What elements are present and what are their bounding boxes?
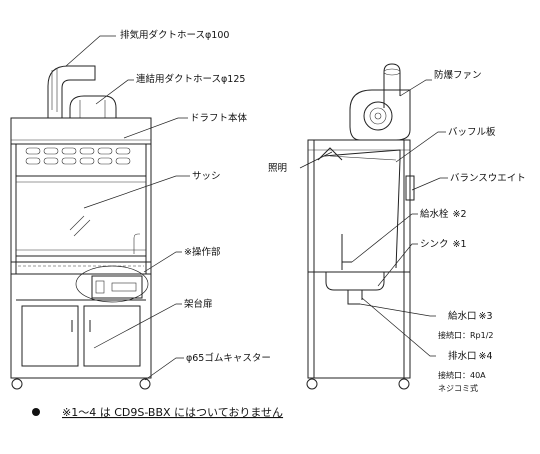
label-exhaust-hose: 排気用ダクトホースφ100 bbox=[120, 29, 229, 41]
label-fan: 防爆ファン bbox=[434, 69, 482, 81]
side-caster-left bbox=[306, 378, 318, 390]
caster-left bbox=[11, 378, 23, 390]
front-view bbox=[10, 65, 152, 390]
label-caster: φ65ゴムキャスター bbox=[186, 352, 271, 364]
bullet-icon bbox=[32, 408, 40, 416]
label-operation: ※操作部 bbox=[184, 246, 220, 258]
label-water-inlet: 給水口※3 bbox=[448, 310, 493, 322]
caster-right bbox=[139, 378, 151, 390]
leader-lines bbox=[65, 35, 448, 381]
label-sink: シンク※1 bbox=[420, 239, 467, 250]
label-draft-body: ドラフト本体 bbox=[190, 112, 248, 124]
label-lighting: 照明 bbox=[268, 163, 287, 174]
stand-cabinet bbox=[10, 273, 152, 379]
sash-frame bbox=[15, 175, 147, 257]
faucet bbox=[341, 234, 352, 270]
sink bbox=[325, 272, 385, 291]
side-view bbox=[306, 63, 415, 390]
stand-door-right bbox=[83, 305, 141, 367]
label-balance-weight: バランスウエイト bbox=[450, 173, 526, 184]
label-sash: サッシ bbox=[192, 171, 221, 182]
connection-duct bbox=[69, 95, 117, 118]
explosion-proof-fan bbox=[349, 89, 411, 141]
label-drain-spec2: ネジコミ式 bbox=[438, 383, 478, 393]
vent-slots bbox=[25, 147, 131, 165]
footnote-text: ※1～4 は CD9S-BBX にはついておりません bbox=[62, 406, 283, 419]
light-fixture bbox=[317, 147, 343, 161]
baffle-plate bbox=[323, 149, 401, 269]
label-faucet: 給水栓※2 bbox=[420, 208, 467, 220]
footnote: ※1～4 は CD9S-BBX にはついておりません bbox=[32, 406, 283, 419]
side-caster-right bbox=[398, 378, 410, 390]
labels: 排気用ダクトホースφ100 連結用ダクトホースφ125 ドラフト本体 サッシ ※… bbox=[120, 29, 526, 393]
label-drain-spec1: 接続口：40A bbox=[438, 370, 486, 380]
label-baffle: バッフル板 bbox=[448, 126, 496, 138]
operation-panel bbox=[91, 275, 143, 299]
label-inlet-spec: 接続口：Rp1/2 bbox=[438, 330, 494, 340]
exhaust-duct bbox=[47, 65, 96, 118]
balance-weight bbox=[405, 175, 415, 201]
side-stand bbox=[307, 271, 411, 379]
label-connect-hose: 連結用ダクトホースφ125 bbox=[136, 73, 245, 85]
label-drain: 排水口※4 bbox=[448, 350, 493, 362]
stand-door-left bbox=[21, 305, 79, 367]
label-stand-door: 架台扉 bbox=[184, 298, 213, 310]
